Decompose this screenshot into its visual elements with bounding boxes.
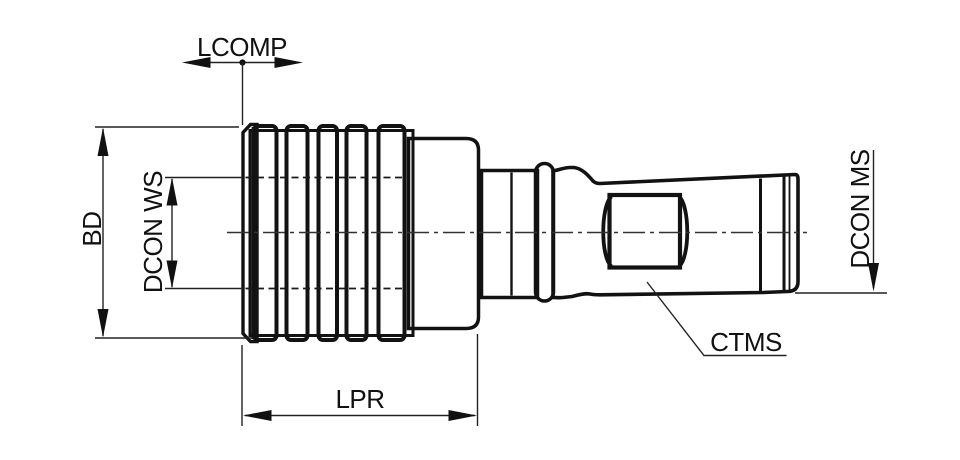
dimension-dcon-ms: DCON MS xyxy=(795,149,887,294)
dcon-ms-arrow-down xyxy=(868,263,879,292)
shank-machine-side xyxy=(551,165,800,300)
dcon-ms-label: DCON MS xyxy=(845,149,875,268)
dimension-dcon-ws: DCON WS xyxy=(138,171,243,293)
dimension-lcomp: LCOMP xyxy=(182,32,303,125)
lpr-arrow-left xyxy=(243,410,272,421)
lcomp-arrow-right xyxy=(274,57,303,68)
milled-flat-window xyxy=(607,192,683,270)
dimension-lpr: LPR xyxy=(241,334,479,426)
dcon-ws-arrow-up xyxy=(166,177,178,206)
dcon-ws-arrow-down xyxy=(166,260,178,289)
body-smooth-section xyxy=(406,136,481,331)
lcomp-arrow-left xyxy=(182,57,211,68)
lpr-arrow-right xyxy=(448,410,477,421)
lcomp-label: LCOMP xyxy=(197,32,287,62)
bd-label: BD xyxy=(77,211,107,246)
lpr-label: LPR xyxy=(335,384,384,414)
neck-collar xyxy=(479,168,540,300)
dimension-bd: BD xyxy=(77,126,253,339)
bd-arrow-down xyxy=(97,309,109,338)
dcon-ws-label: DCON WS xyxy=(138,171,168,293)
front-face xyxy=(241,122,259,344)
callout-ctms: CTMS xyxy=(646,281,787,357)
ctms-label: CTMS xyxy=(710,327,782,357)
bd-arrow-up xyxy=(97,127,109,156)
tool-holder-part xyxy=(227,122,807,344)
ctms-leader-line xyxy=(646,281,787,357)
